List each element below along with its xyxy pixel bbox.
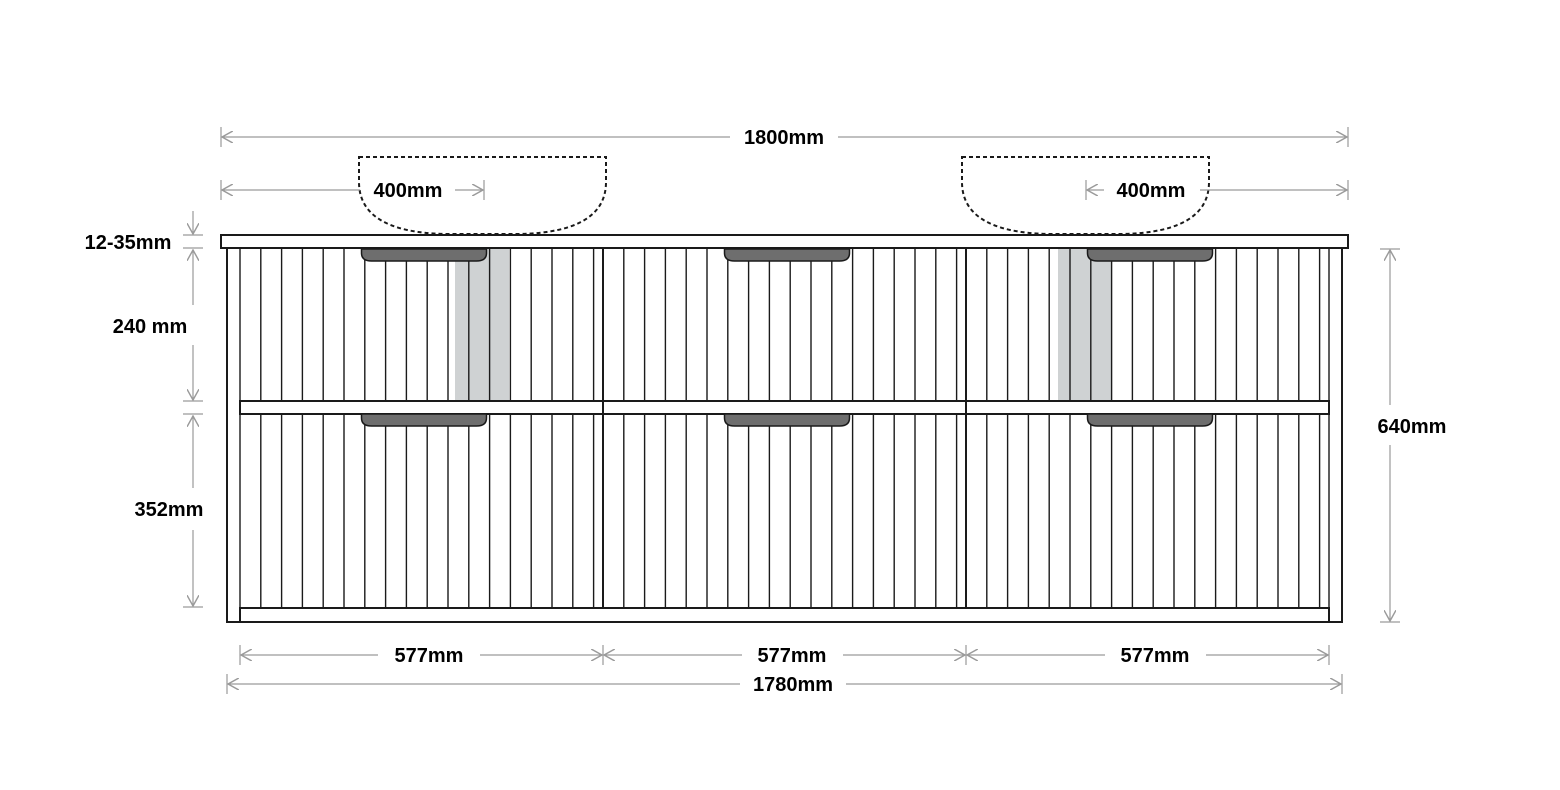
right-basin-outline bbox=[961, 156, 1210, 235]
left-basin-outline bbox=[358, 156, 607, 235]
dim-bottom-drawer-label: 352mm bbox=[135, 499, 204, 521]
drawer-handle[interactable] bbox=[723, 413, 851, 427]
drawer-handles bbox=[360, 248, 1214, 427]
dim-right-basin-label: 400mm bbox=[1117, 180, 1186, 202]
fluted-drawer-fronts bbox=[260, 249, 1321, 608]
middle-rail bbox=[239, 400, 1330, 415]
dim-drawer3-label: 577mm bbox=[1121, 645, 1190, 667]
drawer-handle[interactable] bbox=[360, 248, 488, 262]
dim-top-drawer-label: 240 mm bbox=[113, 316, 188, 338]
left-waste-pipe bbox=[455, 249, 509, 401]
dim-drawer2-label: 577mm bbox=[758, 645, 827, 667]
dim-left-basin-label: 400mm bbox=[374, 180, 443, 202]
countertop bbox=[220, 234, 1349, 249]
drawer-handle[interactable] bbox=[723, 248, 851, 262]
drawer-handle[interactable] bbox=[1086, 413, 1214, 427]
drawer-handle[interactable] bbox=[1086, 248, 1214, 262]
dim-top-thickness-label: 12-35mm bbox=[85, 232, 172, 254]
dim-top-width-label: 1800mm bbox=[744, 127, 824, 149]
dim-body-width-label: 1780mm bbox=[753, 674, 833, 696]
bottom-rail bbox=[239, 607, 1330, 623]
cabinet-body bbox=[226, 247, 1343, 623]
right-waste-pipe bbox=[1058, 249, 1112, 401]
drawer-handle[interactable] bbox=[360, 413, 488, 427]
dim-total-height-label: 640mm bbox=[1378, 416, 1447, 438]
dim-drawer1-label: 577mm bbox=[395, 645, 464, 667]
